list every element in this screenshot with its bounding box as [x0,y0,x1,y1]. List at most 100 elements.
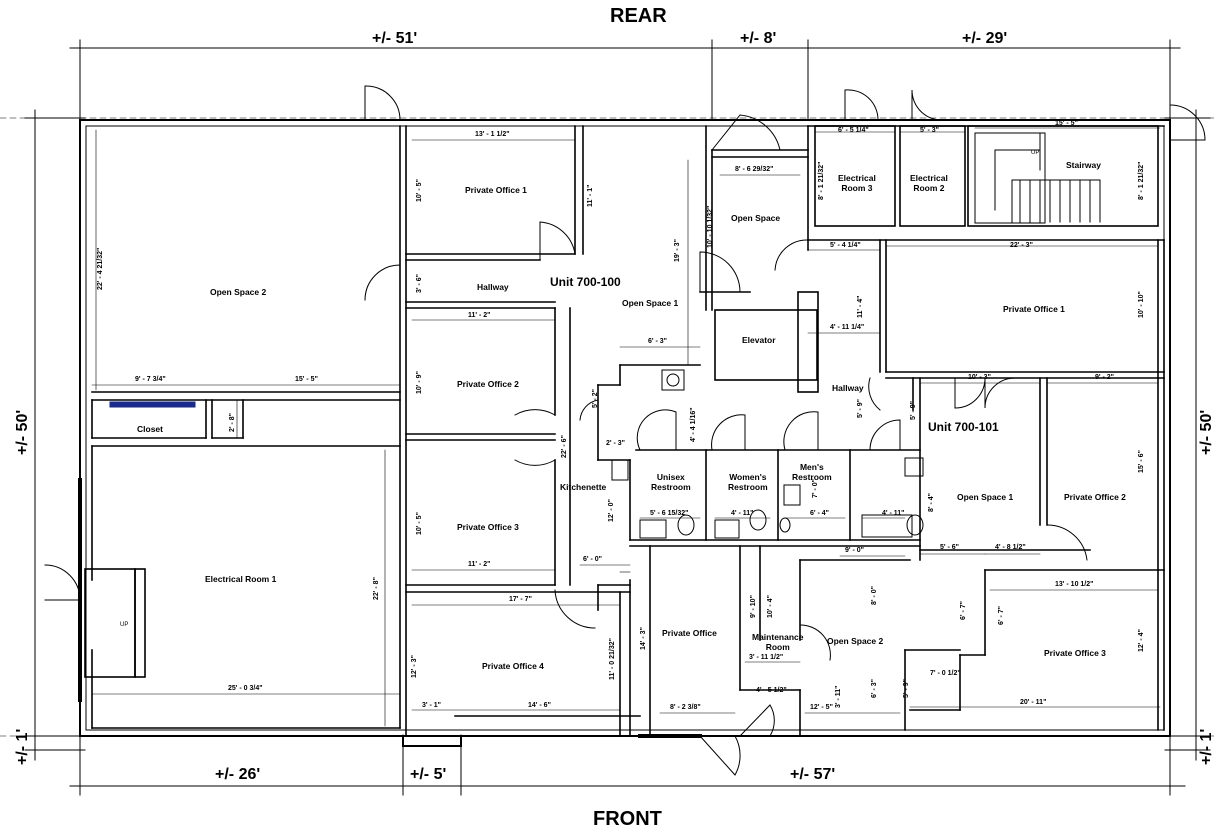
room-open-space-1-right: Open Space 1 [957,492,1014,502]
room-private-office-2-right: Private Office 2 [1064,492,1126,502]
room-private-office-1-left: Private Office 1 [465,185,527,195]
room-maintenance: Maintenance Room [752,632,804,652]
dim-6-0: 6' - 0" [583,556,602,563]
top-dim-a: +/- 51' [372,30,418,47]
room-electrical-room-1: Electrical Room 1 [205,574,277,584]
dim-12-3: 12' - 3" [411,655,418,678]
dim-19-3: 19' - 3" [674,239,681,262]
interior-walls [84,125,1165,737]
dim-9-7: 9' - 7 3/4" [135,376,166,383]
right-dim-b: +/- 1' [1198,728,1214,765]
dim-22-8: 22' - 8" [373,577,380,600]
dim-5-9b: 5' - 9" [910,401,917,420]
room-unisex-restroom: Unisex Restroom [651,472,691,492]
front-label: FRONT [593,808,662,830]
dim-6-5: 6' - 5 1/4" [838,127,869,134]
unit-700-100-label: Unit 700-100 [550,275,621,289]
dim-10-5a: 10' - 5" [416,179,423,202]
dim-4-4: 4' - 4 1/16" [690,407,697,442]
dim-11-4: 11' - 4" [857,295,864,319]
dim-2-8: 2' - 8" [229,413,236,432]
dim-14-3: 14' - 3" [640,627,647,650]
left-dim-b: +/- 1' [14,728,31,765]
dim-11-1: 11' - 1" [587,184,594,208]
overall-dimension-lines [0,39,1214,796]
room-private-office-4-left: Private Office 4 [482,661,544,671]
dim-22-3: 22' - 3" [1010,242,1033,249]
fixtures [109,369,924,539]
dim-6-7b: 6' - 7" [998,606,1005,625]
dim-5-6b: 5' - 6" [940,544,959,551]
dim-5-6: 5' - 6 15/32" [650,510,689,517]
room-private-office-2-left: Private Office 2 [457,379,519,389]
stair-up-label: UP [1031,150,1040,156]
room-electrical-room-3: Electrical Room 3 [838,173,876,193]
room-mens-restroom: Men's Restroom [792,462,832,482]
top-dim-c: +/- 29' [962,30,1008,47]
dim-12-0: 12' - 0" [608,499,615,522]
top-dim-b: +/- 8' [740,30,777,47]
dim-9-10: 9' - 10" [750,595,757,618]
right-dim-a: +/- 50' [1198,409,1214,455]
dim-5-3: 5' - 3" [920,127,939,134]
dim-3-11a: 3' - 11 1/2" [749,654,784,661]
dimension-lines [91,127,1161,727]
room-closet: Closet [137,424,163,434]
room-open-space-top: Open Space [731,213,781,223]
dim-4-11b: 4' - 11" [882,510,905,517]
dim-17-7: 17' - 7" [509,596,532,603]
dim-7-0: 7' - 0" [812,479,819,498]
bottom-dim-b: +/- 5' [410,766,447,783]
stair-symbol [974,132,1101,224]
dim-11-2a: 11' - 2" [468,312,491,319]
dim-10-4: 10' - 4" [767,595,774,618]
dim-11-2b: 11' - 2" [468,561,491,568]
left-dim-a: +/- 50' [14,409,31,455]
dim-0-1: 7' - 0 1/2" [930,670,961,677]
dim-6-4: 6' - 4" [810,510,829,517]
room-elevator: Elevator [742,335,776,345]
room-hallway-right: Hallway [832,383,864,393]
dim-5-9c: 5' - 9" [903,679,910,698]
dim-5-2: 5' - 2" [592,389,599,408]
dim-6-3: 6' - 3" [648,338,667,345]
room-private-office-3-left: Private Office 3 [457,522,519,532]
dim-9-0: 9' - 0" [845,547,864,554]
dim-8-4: 8' - 4" [928,493,935,512]
dim-25-0: 25' - 0 3/4" [228,685,263,692]
dim-22-4: 22' - 4 21/32" [97,247,104,290]
room-stairway: Stairway [1066,160,1101,170]
dim-10-10: 10' - 10 1/32" [707,205,714,248]
room-kitchenette: Kitchenette [560,482,607,492]
room-open-space-2-left: Open Space 2 [210,287,267,297]
dim-4-11a: 4' - 11" [731,510,754,517]
dim-11-0: 11' - 0 21/32" [609,638,616,680]
room-private-office-mid: Private Office [662,628,717,638]
room-womens-restroom: Women's Restroom [728,472,768,492]
dim-2-3: 2' - 3" [606,440,625,447]
dim-4-11c: 4' - 11 1/4" [830,324,865,331]
dim-8-1b: 8' - 1 21/32" [1138,161,1145,200]
dim-4-5: 4' - 5 1/2" [756,687,787,694]
dim-12-4: 12' - 4" [1138,629,1145,652]
dim-10-10b: 10' - 10" [1138,291,1145,318]
dim-6-7a: 6' - 7" [960,601,967,620]
stair-up-label-left: UP [120,622,129,628]
bottom-dim-a: +/- 26' [215,766,261,783]
dim-15-5a: 15' - 5" [295,376,318,383]
dim-10-5b: 10' - 5" [416,512,423,535]
dim-3-11b: 3' - 11" [835,685,842,709]
dim-22-6: 22' - 6" [561,435,568,458]
dim-12-5: 12' - 5" [810,704,833,711]
unit-700-101-label: Unit 700-101 [928,420,999,434]
dim-15-6: 15' - 6" [1138,450,1145,473]
dim-14-6: 14' - 6" [528,702,551,709]
dim-8-1a: 8' - 1 21/32" [818,161,825,200]
dim-8-6: 8' - 6 29/32" [735,166,774,173]
dim-5-4: 5' - 4 1/4" [830,242,861,249]
dim-10-9: 10' - 9" [416,371,423,394]
door-swings [44,85,1206,776]
room-open-space-1-left: Open Space 1 [622,298,679,308]
dim-20-11: 20' - 11" [1020,699,1047,706]
